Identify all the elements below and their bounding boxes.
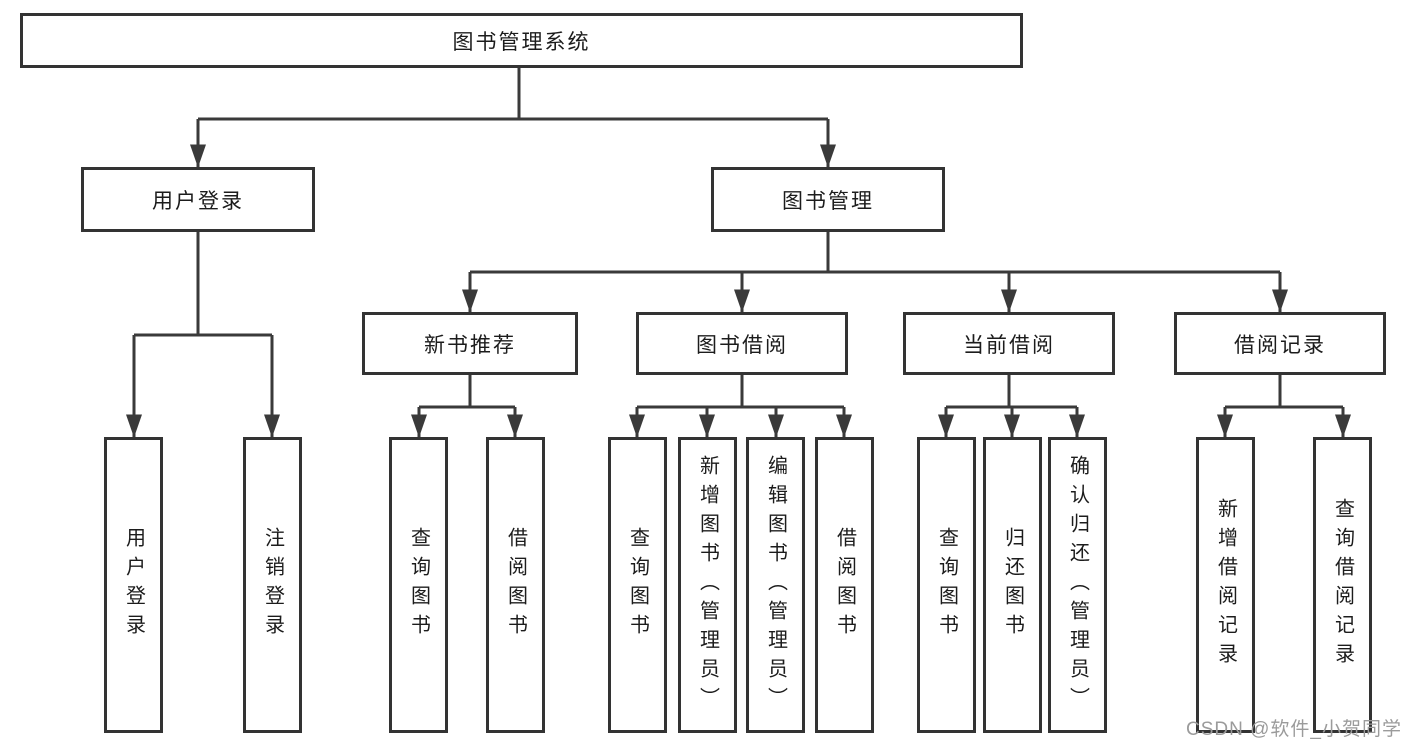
leaf-return-books: 归还图书: [983, 437, 1042, 733]
node-borrowing-records: 借阅记录: [1174, 312, 1386, 375]
leaf-label: 新增图书（管理员）: [696, 454, 719, 716]
leaf-borrow-books: 借阅图书: [815, 437, 874, 733]
leaf-edit-books-admin: 编辑图书（管理员）: [746, 437, 805, 733]
leaf-label: 注销登录: [261, 527, 284, 643]
leaf-borrow-books-recommend: 借阅图书: [486, 437, 545, 733]
leaf-confirm-return-admin: 确认归还（管理员）: [1048, 437, 1107, 733]
leaf-label: 确认归还（管理员）: [1066, 454, 1089, 716]
leaf-logout: 注销登录: [243, 437, 302, 733]
leaf-label: 查询借阅记录: [1331, 498, 1354, 672]
leaf-query-borrow-record: 查询借阅记录: [1313, 437, 1372, 733]
leaf-label: 编辑图书（管理员）: [764, 454, 787, 716]
leaf-label: 用户登录: [122, 527, 145, 643]
leaf-add-books-admin: 新增图书（管理员）: [678, 437, 737, 733]
node-current-borrowing: 当前借阅: [903, 312, 1115, 375]
node-book-management: 图书管理: [711, 167, 945, 232]
leaf-label: 借阅图书: [833, 527, 856, 643]
leaf-user-login: 用户登录: [104, 437, 163, 733]
leaf-query-books-borrow: 查询图书: [608, 437, 667, 733]
leaf-add-borrow-record: 新增借阅记录: [1196, 437, 1255, 733]
csdn-watermark: CSDN @软件_小贺同学: [1186, 719, 1402, 740]
leaf-query-books-recommend: 查询图书: [389, 437, 448, 733]
leaf-label: 新增借阅记录: [1214, 498, 1237, 672]
leaf-label: 查询图书: [935, 527, 958, 643]
leaf-label: 借阅图书: [504, 527, 527, 643]
node-book-borrowing: 图书借阅: [636, 312, 848, 375]
leaf-query-books-current: 查询图书: [917, 437, 976, 733]
leaf-label: 查询图书: [407, 527, 430, 643]
leaf-label: 归还图书: [1001, 527, 1024, 643]
node-user-login: 用户登录: [81, 167, 315, 232]
node-new-book-recommendation: 新书推荐: [362, 312, 578, 375]
node-library-management-system: 图书管理系统: [20, 13, 1023, 68]
leaf-label: 查询图书: [626, 527, 649, 643]
